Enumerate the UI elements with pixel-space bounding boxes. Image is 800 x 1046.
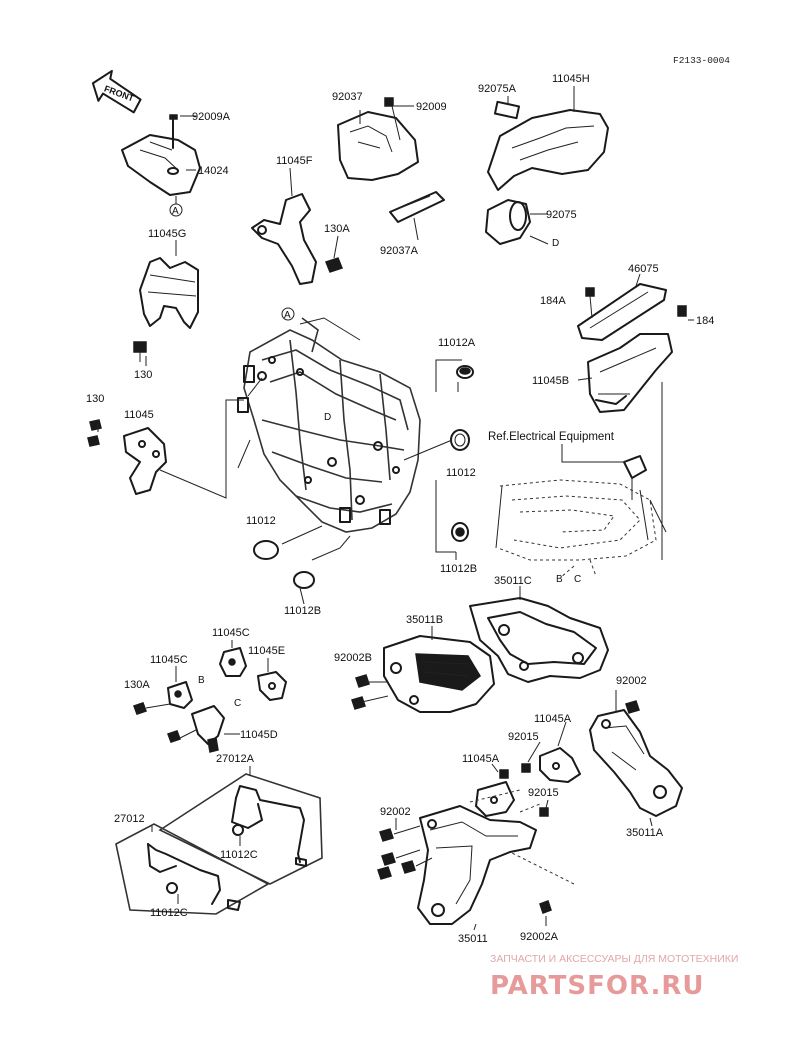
part-label: 92075A <box>478 83 517 95</box>
bracket-11045a-upper <box>521 747 581 783</box>
part-label: 92037A <box>380 245 419 257</box>
part-label: 130 <box>134 369 152 381</box>
part-label: 35011B <box>406 614 443 626</box>
cap-11012b-right <box>435 480 469 553</box>
part-label: 11045C <box>150 654 188 666</box>
mark-a-2: A <box>284 310 291 321</box>
part-label: 11045H <box>552 73 590 85</box>
part-label: 11045F <box>276 155 313 167</box>
bracket-11045c-upper <box>219 647 247 677</box>
part-label: 11045C <box>212 627 250 639</box>
mark-c-2: C <box>234 698 241 709</box>
part-label: 27012A <box>216 753 255 765</box>
watermark: ЗАПЧАСТИ И АКСЕССУАРЫ ДЛЯ МОТОТЕХНИКИ PA… <box>490 953 738 1001</box>
wiring-harness <box>495 444 667 579</box>
part-label: 11045A <box>534 713 572 725</box>
figure-code: F2133-0004 <box>673 55 730 66</box>
cap-11012b-left <box>293 535 351 589</box>
part-label: 46075 <box>628 263 659 275</box>
part-label: 184A <box>540 295 566 307</box>
bracket-11045e <box>257 671 287 701</box>
part-label: 92015 <box>528 787 559 799</box>
part-label: 92075 <box>546 209 577 221</box>
bracket-35011a <box>589 700 683 817</box>
part-label: 11045A <box>462 753 500 765</box>
stay-11045f <box>251 193 343 285</box>
part-label: 92015 <box>508 731 539 743</box>
plate-35011c <box>469 597 609 683</box>
bracket-46075 <box>577 283 687 341</box>
bracket-11045c-lower <box>133 681 193 715</box>
bracket-11045g <box>133 257 199 362</box>
bracket-11045 <box>87 399 244 499</box>
part-label: 130A <box>324 223 350 235</box>
part-label: 11045 <box>124 409 154 421</box>
plate-35011b <box>351 635 495 713</box>
part-label: 11012B <box>284 605 321 617</box>
guard-bracket-27012a <box>158 773 323 885</box>
watermark-brand: PARTSFOR.RU <box>490 971 704 1001</box>
mark-d-1: D <box>552 238 559 249</box>
bracket-92037 <box>337 97 419 181</box>
mark-b-1: B <box>556 574 563 585</box>
part-label: 130A <box>124 679 150 691</box>
bracket-35011 <box>377 805 552 925</box>
part-label: 11045B <box>532 375 569 387</box>
part-label: 11012C <box>220 849 258 861</box>
part-label: 130 <box>86 393 104 405</box>
mark-circle-a-2 <box>281 307 295 321</box>
mark-a-1: A <box>172 206 179 217</box>
part-label: 11012A <box>438 337 476 349</box>
mark-d-2: D <box>324 412 331 423</box>
part-label: 92002B <box>334 652 372 664</box>
bracket-11045d <box>167 705 225 753</box>
part-labels: 92009A 14024 11045G 130 92037 92009 9203… <box>86 73 714 945</box>
guard-bracket-27012 <box>115 823 270 915</box>
part-label: 11045G <box>148 228 186 240</box>
part-label: 92002 <box>616 675 647 687</box>
cover-11045h <box>487 100 609 191</box>
cap-11012-left <box>253 525 323 560</box>
part-label: 35011C <box>494 575 532 587</box>
part-label: 92009 <box>416 101 447 113</box>
part-label: 35011A <box>626 827 664 839</box>
part-label: 92002A <box>520 931 559 943</box>
part-label: 92009A <box>192 111 231 123</box>
part-label: 92002 <box>380 806 411 818</box>
leader-lines <box>97 86 694 931</box>
cap-11012-right <box>450 429 470 451</box>
part-label: 11012 <box>446 467 476 479</box>
part-label: 11012B <box>440 563 477 575</box>
bracket-11045a-lower <box>475 769 549 817</box>
part-label: 35011 <box>458 933 488 945</box>
bracket-11045b <box>587 333 673 413</box>
part-label: 11045D <box>240 729 278 741</box>
mark-c-1: C <box>574 574 581 585</box>
part-label: 11012 <box>246 515 276 527</box>
part-label: 27012 <box>114 813 145 825</box>
part-label: 11045E <box>248 645 285 657</box>
cap-11012a <box>435 359 474 392</box>
watermark-caption: ЗАПЧАСТИ И АКСЕССУАРЫ ДЛЯ МОТОТЕХНИКИ <box>490 953 738 965</box>
cover-14024 <box>121 114 201 196</box>
motorcycle-frame <box>237 317 421 533</box>
front-arrow-icon: FRONT <box>91 69 142 114</box>
part-label: 14024 <box>198 165 229 177</box>
reference-note: Ref.Electrical Equipment <box>488 431 615 443</box>
part-label: 11012C <box>150 907 188 919</box>
mark-b-2: B <box>198 675 205 686</box>
part-label: 184 <box>696 315 714 327</box>
plate-92037a <box>389 191 445 223</box>
part-label: 92037 <box>332 91 363 103</box>
bracket-92075 <box>485 199 531 245</box>
